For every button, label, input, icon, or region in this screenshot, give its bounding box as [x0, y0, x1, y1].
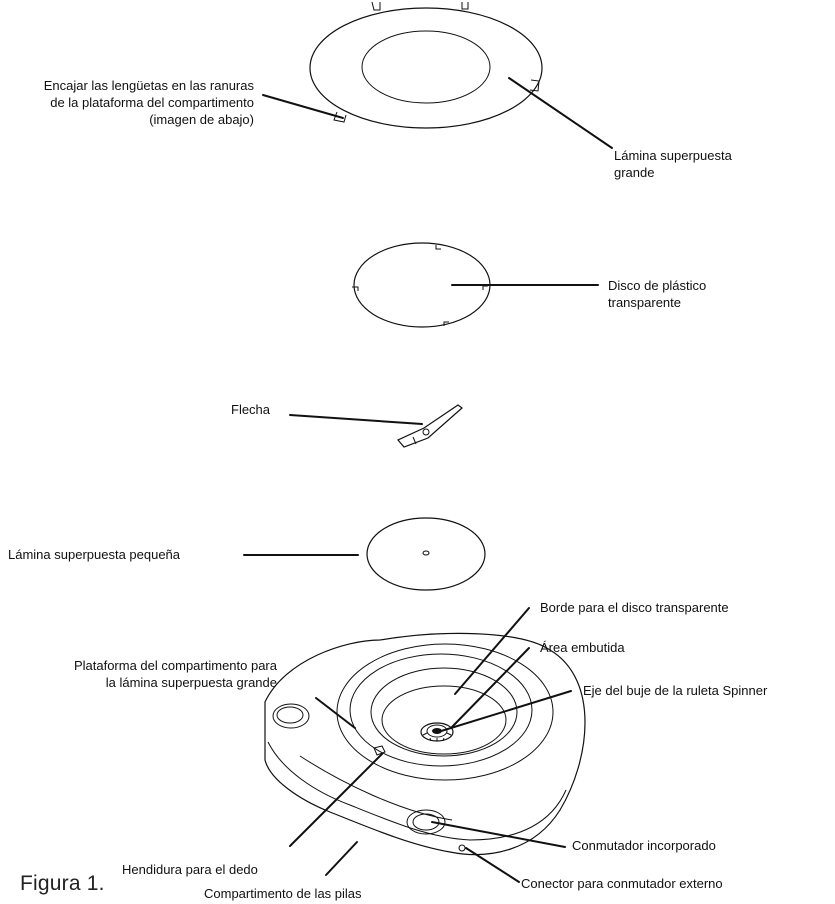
label-tabs-note-line1: Encajar las lengüetas en las ranuras: [43, 78, 254, 93]
label-rim: Borde para el disco transparente: [540, 600, 729, 615]
label-tabs-note-line3: (imagen de abajo): [149, 112, 254, 127]
label-platform-line1: Plataforma del compartimento para: [73, 658, 277, 673]
clear-plastic-disc: [352, 242, 491, 328]
label-arrow: Flecha: [231, 402, 271, 417]
label-platform: Plataforma del compartimento para la lám…: [74, 657, 277, 691]
label-switch: Conmutador incorporado: [572, 838, 716, 853]
label-large-overlay-line1: Lámina superpuesta: [614, 148, 732, 163]
base-unit: [264, 632, 586, 856]
label-recessed-area: Área embutida: [540, 640, 625, 655]
label-tabs-note-line2: de la plataforma del compartimento: [50, 95, 254, 110]
label-large-overlay: Lámina superpuesta grande: [614, 147, 732, 181]
label-tabs-note: Encajar las lengüetas en las ranuras de …: [44, 77, 254, 128]
large-overlay-sheet: [309, 1, 543, 129]
leader-lines: [243, 77, 613, 883]
label-platform-line2: la lámina superpuesta grande: [105, 675, 277, 690]
label-clear-disc-line1: Disco de plástico: [608, 278, 707, 293]
label-jack: Conector para conmutador externo: [521, 876, 723, 891]
label-small-overlay: Lámina superpuesta pequeña: [8, 547, 181, 562]
label-clear-disc-line2: transparente: [608, 295, 681, 310]
figure-caption: Figura 1.: [20, 872, 105, 895]
label-battery: Compartimento de las pilas: [204, 886, 362, 901]
label-hub: Eje del buje de la ruleta Spinner: [583, 683, 768, 698]
label-large-overlay-line2: grande: [614, 165, 655, 180]
label-finger-notch: Hendidura para el dedo: [122, 862, 258, 877]
label-clear-disc: Disco de plástico transparente: [608, 277, 706, 311]
small-overlay-sheet: [366, 517, 486, 591]
arrow-pointer: [397, 404, 463, 448]
